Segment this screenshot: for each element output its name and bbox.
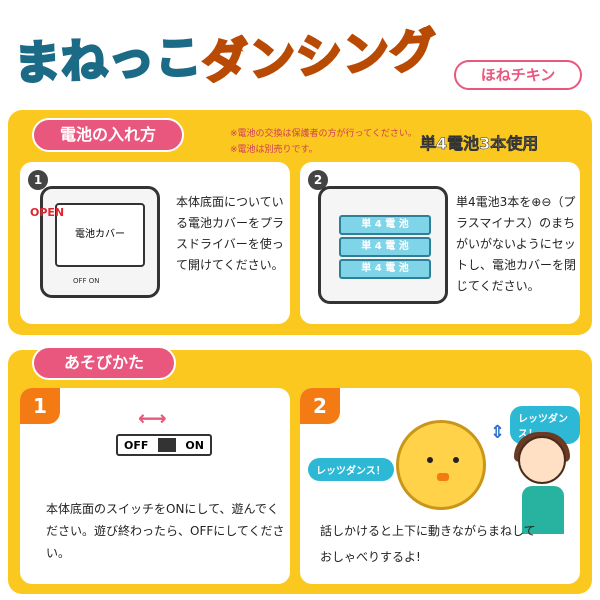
girl-head (518, 436, 566, 484)
battery-step-1-card: 1 電池カバー OFF ON OPEN 本体底面についている電池カバーをプラスド… (20, 162, 290, 324)
title-logo: まねっこ ダンシング (6, 10, 446, 100)
chicken-toy-illustration (396, 420, 486, 510)
battery-cover: 電池カバー (55, 203, 145, 267)
girl-body (522, 486, 564, 534)
girl-illustration (512, 432, 572, 536)
device-bottom-illustration: 電池カバー OFF ON (40, 186, 160, 298)
step-text: 話しかけると上下に動きながらまねしておしゃべりするよ! (320, 524, 536, 564)
step-text: 単4電池3本を⊕⊖（プラスマイナス）のまちがいがないようにセットし、電池カバーを… (456, 195, 577, 293)
eye-icon (427, 457, 433, 463)
battery-cell: 単 4 電 池 (339, 259, 431, 279)
battery-step-2-card: 2 単 4 電 池 単 4 電 池 単 4 電 池 単4電池3本を⊕⊖（プラスマ… (300, 162, 580, 324)
step-number: 2 (300, 388, 340, 424)
mini-switch-label: OFF ON (73, 277, 100, 285)
left-right-arrow-icon: ⟷ (138, 406, 167, 430)
title-part1: まねっこ (12, 28, 205, 92)
play-step-1-card: 1 ⟷ OFF ON 本体底面のスイッチをONにして、遊んでください。遊び終わっ… (20, 388, 290, 584)
title-part2: ダンシング (199, 21, 440, 90)
up-down-arrow-icon: ⇕ (490, 422, 506, 443)
brand-badge: ほねチキン (454, 60, 582, 90)
step-number: 1 (20, 388, 60, 424)
battery-note-2: ※電池は別売りです。 (230, 145, 318, 155)
power-switch-illustration: OFF ON (116, 434, 212, 456)
battery-usage: 単4電池3本使用 (420, 134, 539, 154)
switch-on-label: ON (185, 438, 204, 452)
battery-cell: 単 4 電 池 (339, 215, 431, 235)
play-heading: あそびかた (32, 346, 176, 380)
beak-icon (437, 473, 449, 481)
switch-off-label: OFF (124, 438, 149, 452)
battery-note-1: ※電池の交換は保護者の方が行ってください。 (230, 129, 417, 139)
switch-knob (157, 438, 176, 452)
battery-cell: 単 4 電 池 (339, 237, 431, 257)
step-number: 2 (308, 170, 328, 190)
step-number: 1 (28, 170, 48, 190)
battery-compartment-illustration: 単 4 電 池 単 4 電 池 単 4 電 池 (318, 186, 448, 304)
battery-heading: 電池の入れ方 (32, 118, 184, 152)
open-label: OPEN (30, 206, 65, 219)
play-step-2-card: 2 レッツダンス！ レッツダンス！ ⇕ 話しかけると上下に動きながらまねしておし… (300, 388, 580, 584)
speech-bubble: レッツダンス！ (308, 458, 394, 481)
step-text: 本体底面についている電池カバーをプラスドライバーを使って開けてください。 (176, 195, 285, 272)
eye-icon (453, 457, 459, 463)
step-text: 本体底面のスイッチをONにして、遊んでください。遊び終わったら、OFFにしてくだ… (46, 502, 285, 560)
